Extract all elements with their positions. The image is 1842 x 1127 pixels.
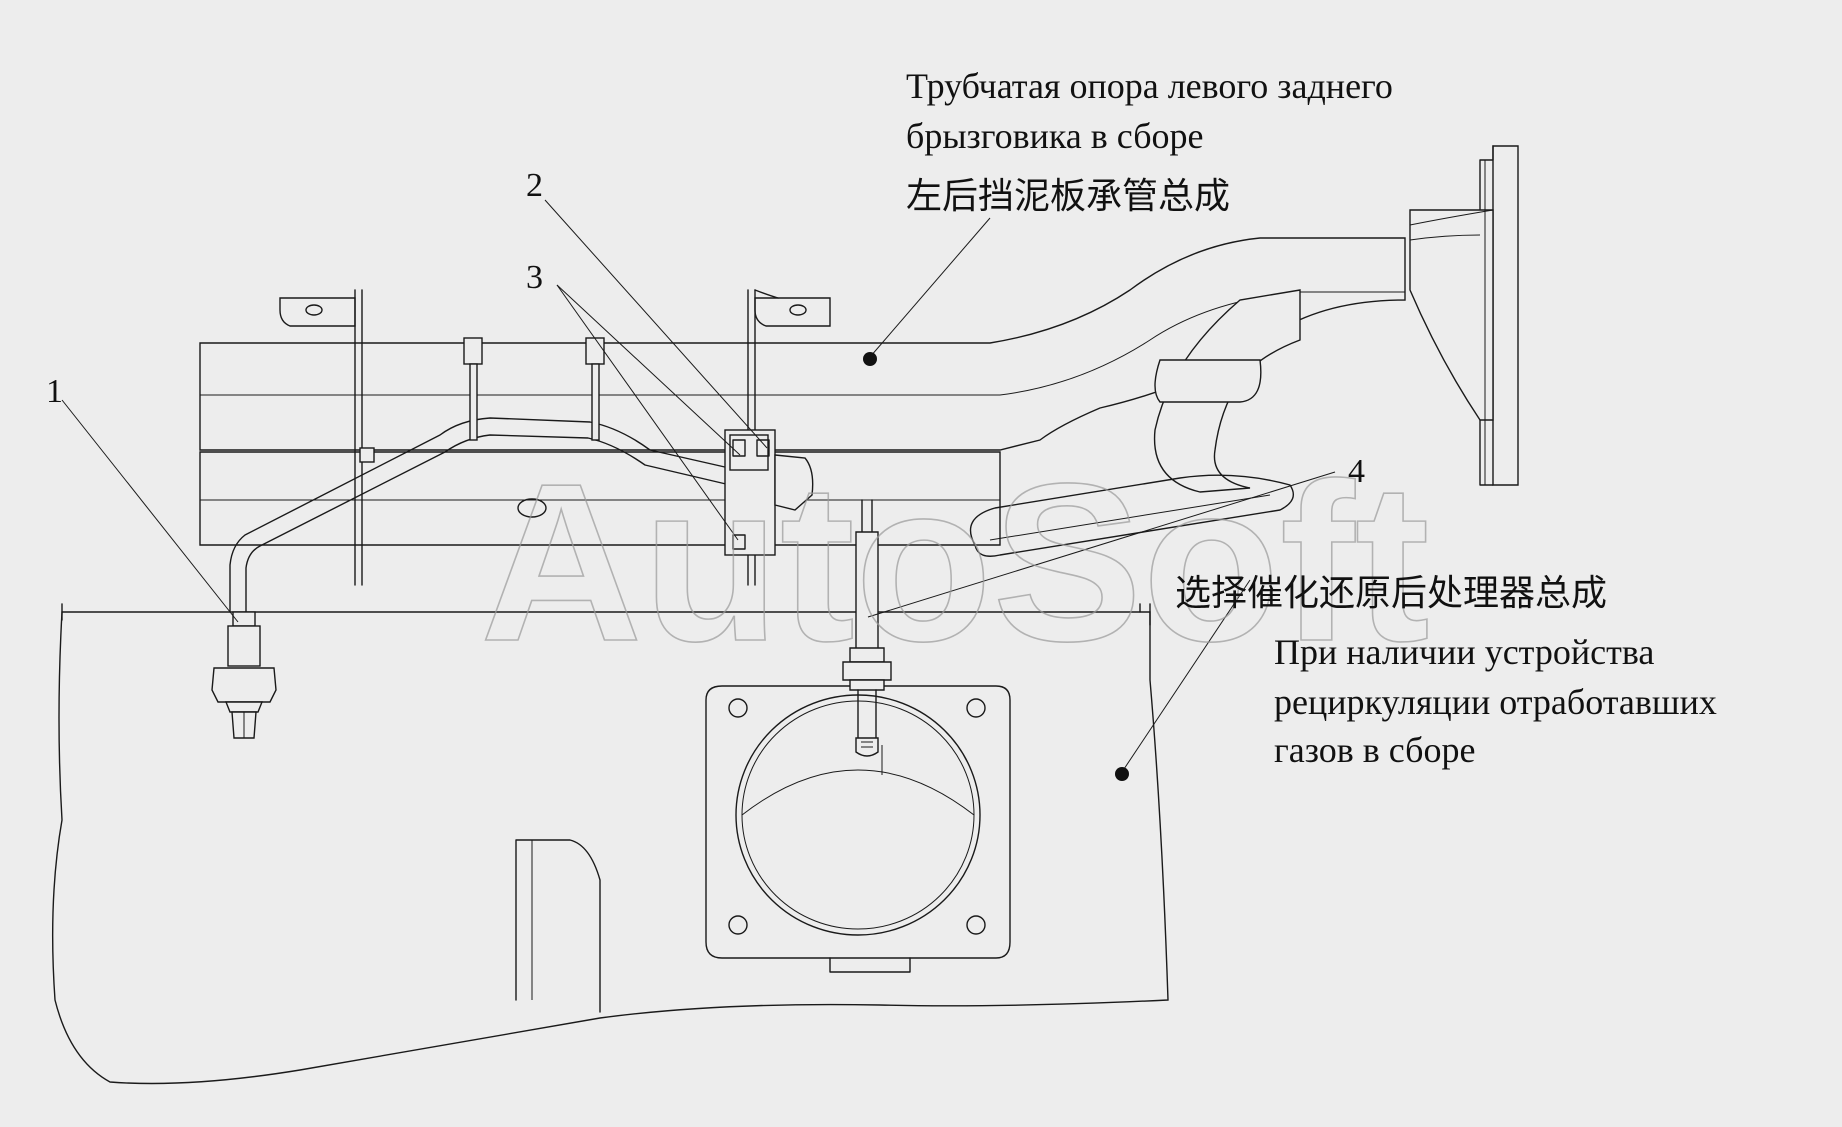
label-mudguard-ru-2: брызговика в сборе: [906, 116, 1204, 156]
callout-4: 4: [1348, 453, 1365, 490]
label-mudguard-ru-1: Трубчатая опора левого заднего: [906, 66, 1393, 106]
label-mudguard-cn: 左后挡泥板承管总成: [906, 176, 1230, 217]
sensor-pipe: [211, 337, 814, 739]
leader-dot-scr: [1115, 767, 1129, 781]
label-scr-ru-3: газов в сборе: [1274, 730, 1475, 770]
label-scr-cn: 选择催化还原后处理器总成: [1175, 573, 1607, 614]
leader-lines: [61, 199, 1336, 781]
return-pipe: [969, 474, 1294, 557]
watermark: AutoSoft: [480, 436, 1430, 688]
callout-2: 2: [526, 167, 543, 204]
callout-3: 3: [526, 259, 543, 296]
temperature-probe: [842, 499, 892, 757]
label-scr-ru-1: При наличии устройства: [1274, 632, 1654, 672]
label-scr-ru-2: рециркуляции отработавших: [1274, 682, 1717, 722]
leader-dot-mudguard: [863, 352, 877, 366]
callout-1: 1: [46, 373, 63, 410]
mounting-flange: [1409, 145, 1519, 486]
